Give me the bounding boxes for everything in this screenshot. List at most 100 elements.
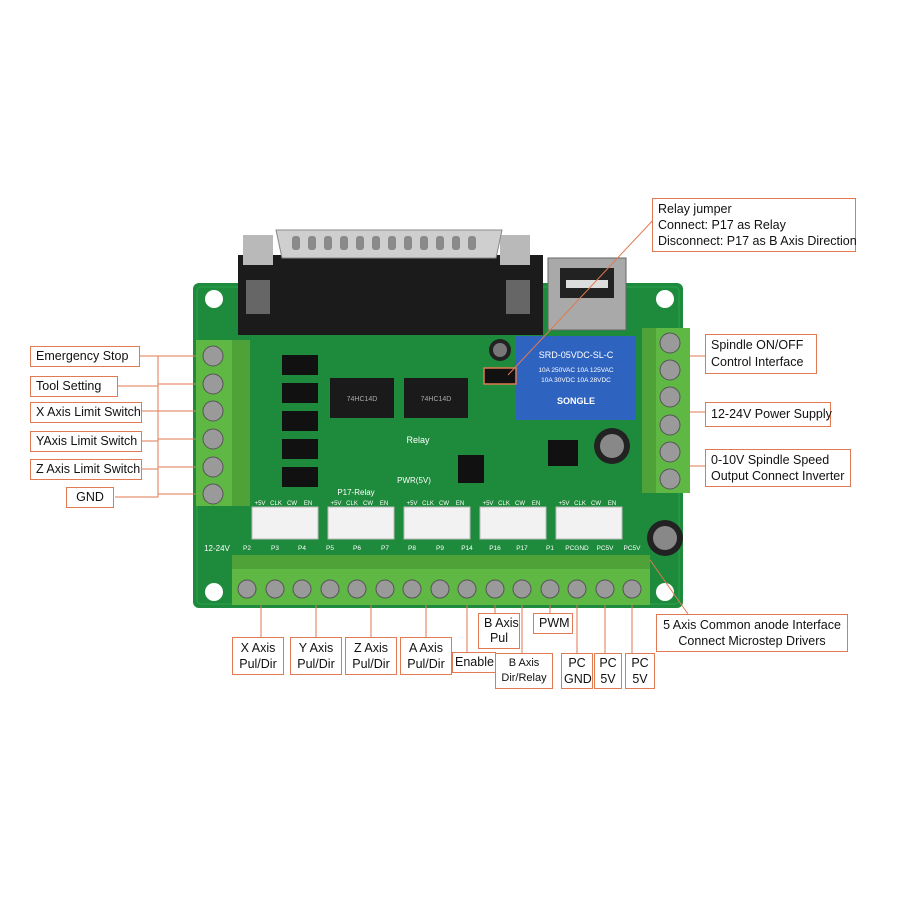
label-x-axis-pul-dir: X Axis Pul/Dir — [232, 637, 284, 675]
pc-5v-a-line2: 5V — [600, 672, 616, 686]
db25-connector — [238, 229, 543, 335]
header-pin-label: CW — [363, 501, 373, 507]
pc-5v-b-line1: PC — [631, 656, 649, 670]
pc-5v-a-line1: PC — [599, 656, 617, 670]
silk-label-pcgnd: PCGND — [565, 545, 589, 552]
header-pin-label: CLK — [422, 501, 434, 507]
y-axis-line1: Y Axis — [298, 641, 334, 655]
spindle-on-off-line1: Spindle ON/OFF — [711, 338, 804, 352]
spindle-on-off-line2: Control Interface — [711, 355, 804, 369]
silk-label-p17: P17 — [516, 545, 528, 552]
z-axis-line1: Z Axis — [353, 641, 389, 655]
header-pin-label: +5V — [255, 501, 266, 507]
b-axis-pul-line1: B Axis — [484, 616, 519, 630]
label-spindle-speed: 0-10V Spindle Speed Output Connect Inver… — [705, 449, 851, 487]
pc-gnd-line1: PC — [568, 656, 586, 670]
label-z-axis-limit-switch: Z Axis Limit Switch — [30, 459, 142, 480]
silk-label-p8: P8 — [408, 545, 416, 552]
small-ic — [458, 455, 484, 483]
ic-chip-2-label: 74HC14D — [421, 396, 452, 403]
label-pc-gnd: PC GND — [561, 653, 593, 689]
relay-jumper-disconnect: Disconnect: P17 as B Axis Direction — [658, 234, 857, 248]
mounting-hole-tr — [656, 290, 674, 308]
header-pin-label: +5V — [483, 501, 494, 507]
header-pin-label: EN — [380, 501, 388, 507]
y-axis-line2: Pul/Dir — [297, 657, 335, 671]
voltage-silk-label: 12-24V — [204, 544, 230, 553]
z-axis-line2: Pul/Dir — [352, 657, 390, 671]
relay-jumper-title: Relay jumper — [658, 202, 732, 216]
label-z-axis-pul-dir: Z Axis Pul/Dir — [345, 637, 397, 675]
stepper-headers — [251, 506, 623, 540]
silk-label-p2: P2 — [243, 545, 251, 552]
label-x-axis-limit-switch: X Axis Limit Switch — [30, 402, 142, 423]
label-power-supply: 12-24V Power Supply — [705, 402, 832, 427]
header-pin-label: +5V — [407, 501, 418, 507]
header-pin-label: +5V — [331, 501, 342, 507]
silk-label-p14: P14 — [461, 545, 473, 552]
label-emergency-stop: Emergency Stop — [30, 346, 140, 367]
header-pin-label: EN — [532, 501, 540, 507]
label-b-axis-dir-relay: B Axis Dir/Relay — [495, 653, 553, 689]
silk-label-pc5v: PC5V — [624, 545, 642, 552]
header-pin-label: CW — [515, 501, 525, 507]
relay-model-text: SRD-05VDC-SL-C — [539, 350, 614, 360]
x-axis-line2: Pul/Dir — [239, 657, 277, 671]
header-pin-label: EN — [456, 501, 464, 507]
ic-chip-1: 74HC14D — [330, 378, 394, 418]
header-pin-label: CW — [591, 501, 601, 507]
relay-jumper-connect: Connect: P17 as Relay — [658, 218, 786, 232]
mounting-hole-br — [656, 583, 674, 601]
label-gnd: GND — [66, 487, 114, 508]
silk-label-p3: P3 — [271, 545, 279, 552]
silk-label-p7: P7 — [381, 545, 389, 552]
pwr-silk-label: PWR(5V) — [397, 476, 431, 485]
header-pin-label: CLK — [270, 501, 282, 507]
label-y-axis-limit-switch: YAxis Limit Switch — [30, 431, 142, 452]
header-pin-label: CLK — [574, 501, 586, 507]
silk-label-pc5v: PC5V — [597, 545, 615, 552]
relay-silk-label: Relay — [406, 435, 430, 445]
header-pin-label: +5V — [559, 501, 570, 507]
relay-rating-text-2: 10A 30VDC 10A 28VDC — [541, 377, 611, 384]
capacitor-bottom — [647, 520, 683, 556]
leader-lines — [110, 217, 705, 653]
label-enable: Enable — [452, 652, 496, 673]
relay-brand-text: SONGLE — [557, 396, 595, 406]
header-pin-label: CW — [439, 501, 449, 507]
header-pin-label: CLK — [498, 501, 510, 507]
header-pin-label: CLK — [346, 501, 358, 507]
silk-label-p9: P9 — [436, 545, 444, 552]
a-axis-line1: A Axis — [408, 641, 444, 655]
header-pin-label: CW — [287, 501, 297, 507]
pc-5v-b-line2: 5V — [632, 672, 648, 686]
header-pin-label: EN — [304, 501, 312, 507]
label-tool-setting: Tool Setting — [30, 376, 118, 397]
ic-chip-1-label: 74HC14D — [347, 396, 378, 403]
silk-label-p16: P16 — [489, 545, 501, 552]
regulator — [548, 440, 578, 466]
spindle-speed-line2: Output Connect Inverter — [711, 469, 845, 483]
ic-chip-2: 74HC14D — [404, 378, 468, 418]
relay-rating-text-1: 10A 250VAC 10A 125VAC — [538, 367, 614, 374]
spindle-speed-line1: 0-10V Spindle Speed — [711, 453, 830, 467]
label-spindle-on-off: Spindle ON/OFF Control Interface — [705, 334, 817, 374]
label-relay-jumper: Relay jumper Connect: P17 as Relay Disco… — [652, 198, 857, 252]
silk-label-p5: P5 — [326, 545, 334, 552]
label-b-axis-pul: B Axis Pul — [478, 613, 520, 649]
label-y-axis-pul-dir: Y Axis Pul/Dir — [290, 637, 342, 675]
p17-relay-silk-label: P17-Relay — [337, 488, 374, 497]
header-pin-label: EN — [608, 501, 616, 507]
label-a-axis-pul-dir: A Axis Pul/Dir — [400, 637, 452, 675]
label-pc-5v-b: PC 5V — [625, 653, 655, 689]
label-common-anode: 5 Axis Common anode Interface Connect Mi… — [656, 614, 848, 652]
b-axis-pul-line2: Pul — [489, 631, 509, 645]
left-terminal-block — [196, 340, 250, 506]
pc-gnd-line2: GND — [564, 672, 592, 686]
optocoupler-row — [282, 355, 318, 487]
label-pwm: PWM — [533, 613, 573, 634]
label-pc-5v-a: PC 5V — [594, 653, 622, 689]
right-terminal-block — [642, 328, 690, 493]
b-axis-dir-line1: B Axis — [508, 657, 540, 669]
